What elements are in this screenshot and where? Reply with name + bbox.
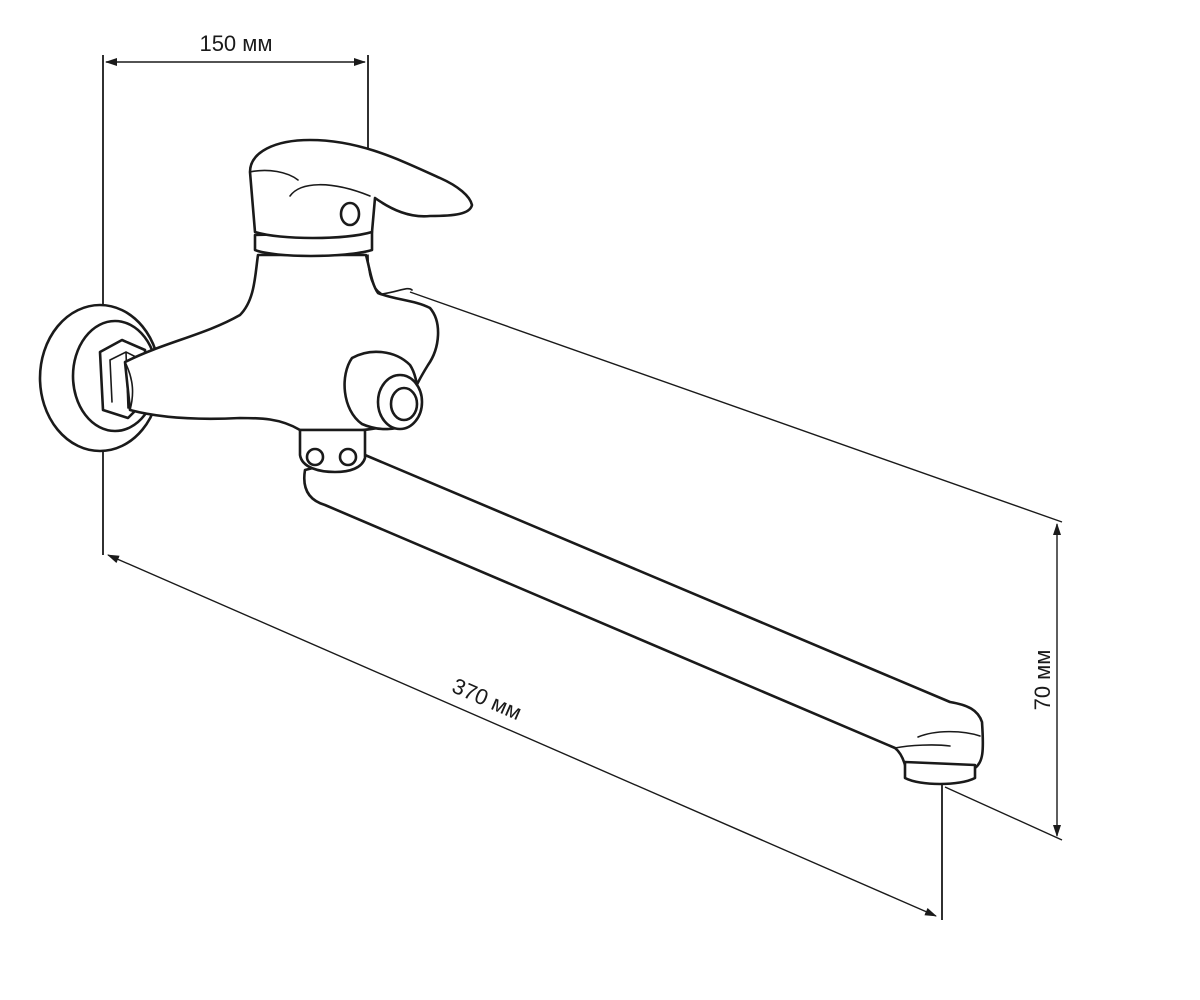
body-neck-line [124, 361, 134, 411]
aerator [903, 760, 977, 786]
collar-bolt-left [305, 447, 325, 467]
spout-tip-edge [894, 744, 951, 749]
spout [303, 453, 985, 786]
dimension-150: 150 мм [105, 31, 366, 66]
lever-handle-top-edge [249, 169, 299, 181]
dimension-150-label: 150 мм [199, 31, 272, 56]
faucet [38, 138, 985, 786]
dimension-70: 70 мм [1030, 523, 1061, 837]
diverter [343, 350, 424, 431]
swivel-collar [298, 428, 367, 474]
dimension-370-label: 370 мм [448, 673, 525, 725]
top-height-extension-line [409, 291, 1063, 523]
extension-lines [102, 55, 1063, 920]
diverter-knob-center [389, 386, 419, 422]
dimension-370-line [107, 554, 937, 917]
spout-tip-highlight [917, 730, 981, 738]
lever-screw [339, 201, 361, 227]
lever-handle-groove [289, 183, 371, 197]
bottom-height-extension-line [944, 786, 1063, 841]
lever-handle-body [248, 138, 474, 240]
spout-tube [303, 453, 985, 770]
dimension-70-label: 70 мм [1030, 650, 1055, 711]
collar-bolt-right [338, 447, 358, 467]
lever-handle [248, 138, 474, 240]
dimension-370: 370 мм [107, 554, 937, 917]
body-shoulder-curve [367, 254, 413, 295]
